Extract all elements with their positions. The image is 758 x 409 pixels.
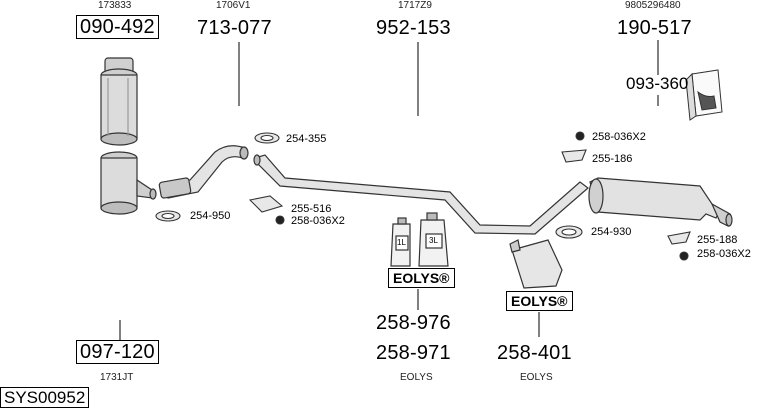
particulate-filter: [100, 151, 157, 215]
eolys-label-2: EOLYS: [520, 372, 553, 383]
can-label-1l: 1L: [397, 238, 406, 247]
front-pipe: [158, 145, 249, 199]
part-clamp-254-355[interactable]: 254-355: [286, 133, 327, 145]
part-number-catalyst[interactable]: 090-492: [76, 15, 159, 39]
can-label-3l: 3L: [429, 236, 438, 245]
part-number-eolys-tank[interactable]: 258-401: [497, 342, 572, 364]
catalytic-converter: [100, 57, 138, 146]
hanger-255-186-shape: [561, 149, 587, 163]
part-gasket-254-950[interactable]: 254-950: [190, 210, 231, 222]
oe-number-middle-pipe: 1717Z9: [398, 0, 432, 11]
eolys-label-1: EOLYS: [400, 372, 433, 383]
part-hanger-255-188[interactable]: 255-188: [697, 234, 738, 246]
part-number-dpf[interactable]: 097-120: [76, 340, 159, 364]
part-rubber-258-036x2-rear-bottom[interactable]: 258-036X2: [697, 248, 751, 260]
eolys-badge-1: EOLYS®: [388, 268, 455, 288]
rubber-rear-bottom-shape: [679, 251, 689, 261]
eolys-tank: [509, 239, 563, 289]
part-hanger-255-516[interactable]: 255-516: [291, 203, 332, 215]
part-number-mounting-kit[interactable]: 093-360: [626, 74, 689, 93]
eolys-cans: [390, 212, 449, 267]
part-number-front-pipe[interactable]: 713-077: [197, 17, 272, 39]
part-number-eolys-2[interactable]: 258-971: [376, 342, 451, 364]
part-number-rear-silencer[interactable]: 190-517: [617, 17, 692, 39]
mounting-kit-box: [685, 69, 723, 121]
middle-pipe: [253, 154, 589, 235]
part-rubber-258-036x2-rear-top[interactable]: 258-036X2: [592, 131, 646, 143]
rear-silencer: [588, 177, 733, 227]
part-number-middle-pipe[interactable]: 952-153: [376, 17, 451, 39]
eolys-badge-2: EOLYS®: [506, 291, 573, 311]
rubber-rear-top-shape: [575, 131, 585, 141]
system-id: SYS00952: [0, 387, 90, 408]
oe-number-front-pipe: 1706V1: [216, 0, 251, 11]
rubber-front-shape: [275, 215, 285, 225]
part-number-eolys-1[interactable]: 258-976: [376, 312, 451, 334]
oe-number-cat-bottom: 1731JT: [100, 372, 134, 383]
part-clamp-254-930[interactable]: 254-930: [591, 226, 632, 238]
part-hanger-255-186[interactable]: 255-186: [592, 153, 633, 165]
hanger-255-516-shape: [248, 195, 284, 213]
oe-number-cat-top: 173833: [98, 0, 132, 11]
part-rubber-258-036x2-front[interactable]: 258-036X2: [291, 215, 345, 227]
hanger-255-188-shape: [667, 231, 691, 245]
oe-number-rear-silencer: 9805296480: [625, 0, 681, 11]
